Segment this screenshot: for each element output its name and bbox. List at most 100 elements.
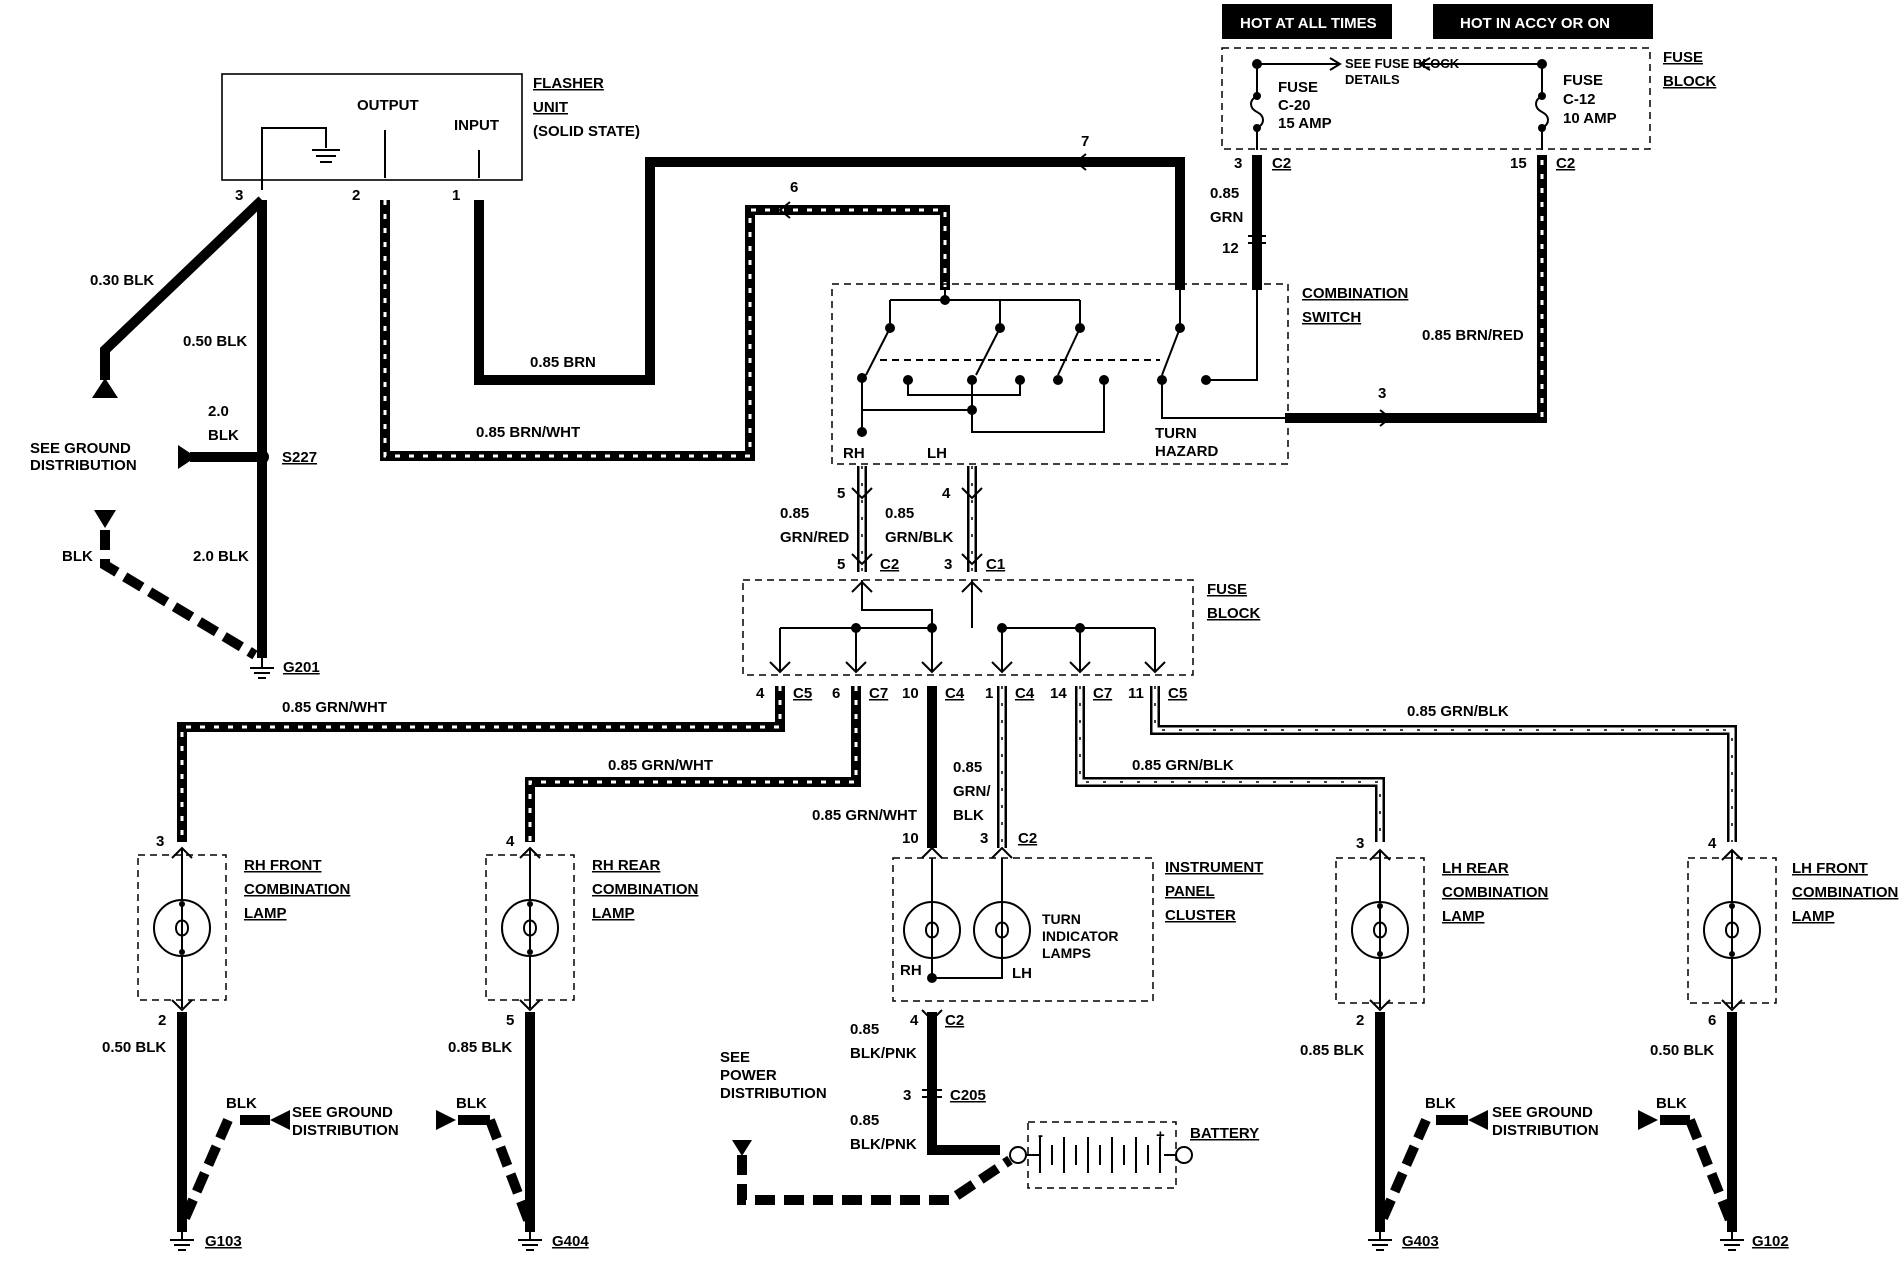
rh-front-combination-lamp: RH FRONT COMBINATION LAMP 3 2	[137, 833, 350, 1029]
c205-pin-3: 3	[903, 1087, 911, 1104]
fuse-top-pin-15: 15	[1510, 155, 1527, 172]
wire-085grnwht-cl: 0.85 GRN/WHT	[812, 807, 917, 824]
rhf-title-1: RH FRONT	[244, 857, 322, 874]
wire-20blk-2: BLK	[208, 427, 239, 444]
cluster-rh: RH	[900, 962, 922, 979]
rhr-title-2: COMBINATION	[592, 881, 698, 898]
switch-pin-12: 12	[1222, 240, 1239, 257]
lhr-title-3: LAMP	[1442, 908, 1485, 925]
g404-label: G404	[552, 1233, 589, 1250]
flasher-output-label: OUTPUT	[357, 97, 419, 114]
fuse-out-pin-14: 14	[1050, 685, 1067, 702]
wire-085grnblk-1: 0.85	[885, 505, 914, 522]
fuse-mid-pin-3: 3	[944, 556, 952, 573]
wire-085blkpnk-2a: 0.85	[850, 1112, 879, 1129]
fuse-out-conn-c7-a: C7	[869, 685, 888, 702]
wire-085grnred-2: GRN/RED	[780, 529, 849, 546]
battery-neg: -	[1038, 1127, 1043, 1144]
lhr-title-2: COMBINATION	[1442, 884, 1548, 901]
pin-6-label: 6	[790, 179, 798, 196]
hot-at-all-times-label: HOT AT ALL TIMES	[1240, 15, 1377, 32]
cluster-title-2: PANEL	[1165, 883, 1215, 900]
wire-085grnblk-lhf: 0.85 GRN/BLK	[1407, 703, 1509, 720]
rhr-blk: BLK	[456, 1095, 487, 1112]
wire-blk-left: BLK	[62, 548, 93, 565]
lhr-pin-2: 2	[1356, 1012, 1364, 1029]
battery-label: BATTERY	[1190, 1125, 1259, 1142]
see-ground-rh-1: SEE GROUND	[292, 1104, 393, 1121]
instrument-panel-cluster: 10 3 C2 INSTRUMENT PANEL CLUSTER TURN IN…	[892, 830, 1263, 1029]
wire-085grnred-1: 0.85	[780, 505, 809, 522]
hot-at-all-times-badge	[1222, 4, 1392, 39]
see-power-2: POWER	[720, 1067, 777, 1084]
flasher-pin-2: 2	[352, 187, 360, 204]
cluster-conn-c2b: C2	[945, 1012, 964, 1029]
rhr-title-3: LAMP	[592, 905, 635, 922]
see-fuse-details-1: SEE FUSE BLOCK	[1345, 56, 1460, 71]
wire-20blk-1: 2.0	[208, 403, 229, 420]
wire-085brnred: 0.85 BRN/RED	[1422, 327, 1524, 344]
hot-in-accy-label: HOT IN ACCY OR ON	[1460, 15, 1610, 32]
switch-pin-4: 4	[942, 485, 951, 502]
see-ground-rh-2: DISTRIBUTION	[292, 1122, 399, 1139]
wire-085grnblk-v1: 0.85	[953, 759, 982, 776]
lhf-blk: BLK	[1656, 1095, 1687, 1112]
wire-085grn-2: GRN	[1210, 209, 1243, 226]
wire-085grnblk-v2: GRN/	[953, 783, 991, 800]
power-ref-arrow	[732, 1140, 752, 1156]
lh-front-combination-lamp: LH FRONT COMBINATION LAMP 4 6	[1687, 835, 1898, 1029]
switch-turn: TURN	[1155, 425, 1197, 442]
cluster-conn-c2: C2	[1018, 830, 1037, 847]
switch-hazard: HAZARD	[1155, 443, 1218, 460]
flasher-wiring: 7 6 0.85 BRN 0.85 BRN/WHT	[380, 133, 1185, 461]
ground-triangle-left	[92, 378, 118, 398]
c205-conn: C205	[950, 1087, 986, 1104]
cluster-ground-path: 0.85 BLK/PNK 3 C205 0.85 BLK/PNK SEE POW…	[720, 1012, 1013, 1205]
wire-050blk: 0.50 BLK	[183, 333, 247, 350]
lhr-wire-085blk: 0.85 BLK	[1300, 1042, 1364, 1059]
fuse-top-pin-3: 3	[1234, 155, 1242, 172]
rhf-pin-2: 2	[158, 1012, 166, 1029]
wire-085grnwht-rhr: 0.85 GRN/WHT	[608, 757, 713, 774]
switch-pin-3: 3	[1378, 385, 1386, 402]
rh-rear-combination-lamp: RH REAR COMBINATION LAMP 4 5	[485, 833, 698, 1029]
combination-switch: COMBINATION SWITCH RH LH TURN HAZARD	[831, 283, 1408, 465]
g103-label: G103	[205, 1233, 242, 1250]
fuse-out-pin-10: 10	[902, 685, 919, 702]
fuse-block-mid: FUSE BLOCK 4 C5 6 C7 10 C4 1 C4 14 C7 11…	[742, 579, 1260, 702]
rhf-wire-050blk: 0.50 BLK	[102, 1039, 166, 1056]
rhf-blk: BLK	[226, 1095, 257, 1112]
fuse-mid-pin-5: 5	[837, 556, 845, 573]
ground-ref-arrow-left	[178, 445, 196, 469]
fuse-out-pin-11: 11	[1128, 685, 1144, 702]
flasher-internal-ground	[261, 127, 340, 190]
g102-label: G102	[1752, 1233, 1789, 1250]
combination-switch-title: COMBINATION	[1302, 285, 1408, 302]
lhf-title-1: LH FRONT	[1792, 860, 1868, 877]
battery: - + BATTERY	[1009, 1121, 1259, 1189]
flasher-unit: FLASHER UNIT (SOLID STATE) OUTPUT INPUT …	[221, 73, 640, 204]
lamp-ground-circuits: 0.50 BLK BLK SEE GROUND DISTRIBUTION G10…	[102, 1012, 1789, 1251]
fuse-out-conn-c4-b: C4	[1015, 685, 1035, 702]
see-ground-left-1: SEE GROUND	[30, 440, 131, 457]
wire-20blk-b: 2.0 BLK	[193, 548, 249, 565]
wire-085grnblk-v3: BLK	[953, 807, 984, 824]
switch-pin-5: 5	[837, 485, 845, 502]
lhf-pin-4: 4	[1708, 835, 1717, 852]
flasher-ground-circuit: 0.30 BLK 0.50 BLK 2.0 BLK S227 SEE GROUN…	[30, 196, 320, 679]
lhf-pin-6: 6	[1708, 1012, 1716, 1029]
lhf-title-2: COMBINATION	[1792, 884, 1898, 901]
lhf-wire-050blk: 0.50 BLK	[1650, 1042, 1714, 1059]
fuse-block-mid-title-2: BLOCK	[1207, 605, 1260, 622]
flasher-title-3: (SOLID STATE)	[533, 123, 640, 140]
fuse-c12-label-1: FUSE	[1563, 72, 1603, 89]
see-ground-lh-2: DISTRIBUTION	[1492, 1122, 1599, 1139]
fuse-out-conn-c5-a: C5	[793, 685, 812, 702]
rhr-wire-085blk: 0.85 BLK	[448, 1039, 512, 1056]
fuse-out-conn-c4-a: C4	[945, 685, 965, 702]
turn-lamps-3: LAMPS	[1042, 945, 1091, 961]
wire-085blkpnk-2b: BLK/PNK	[850, 1136, 917, 1153]
wire-085blkpnk-1b: BLK/PNK	[850, 1045, 917, 1062]
switch-to-fuse-wiring: 5 4 0.85 GRN/RED 0.85 GRN/BLK 5 C2 3 C1	[780, 466, 1005, 573]
